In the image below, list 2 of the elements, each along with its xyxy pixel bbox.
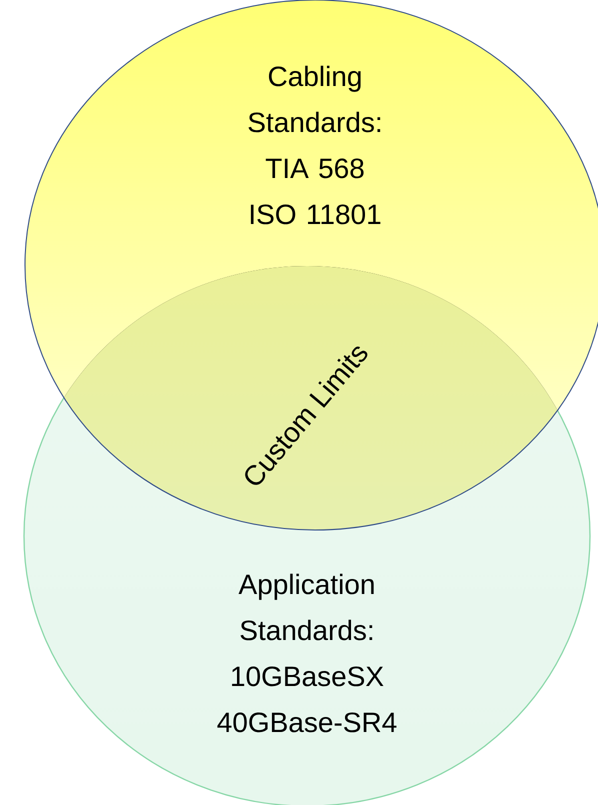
circle-label: Cabling Standards: TIA 568 ISO 11801 (248, 66, 380, 224)
circle-label: Application Standards: 10GBaseSX 40GBase-SR4 (217, 574, 396, 732)
